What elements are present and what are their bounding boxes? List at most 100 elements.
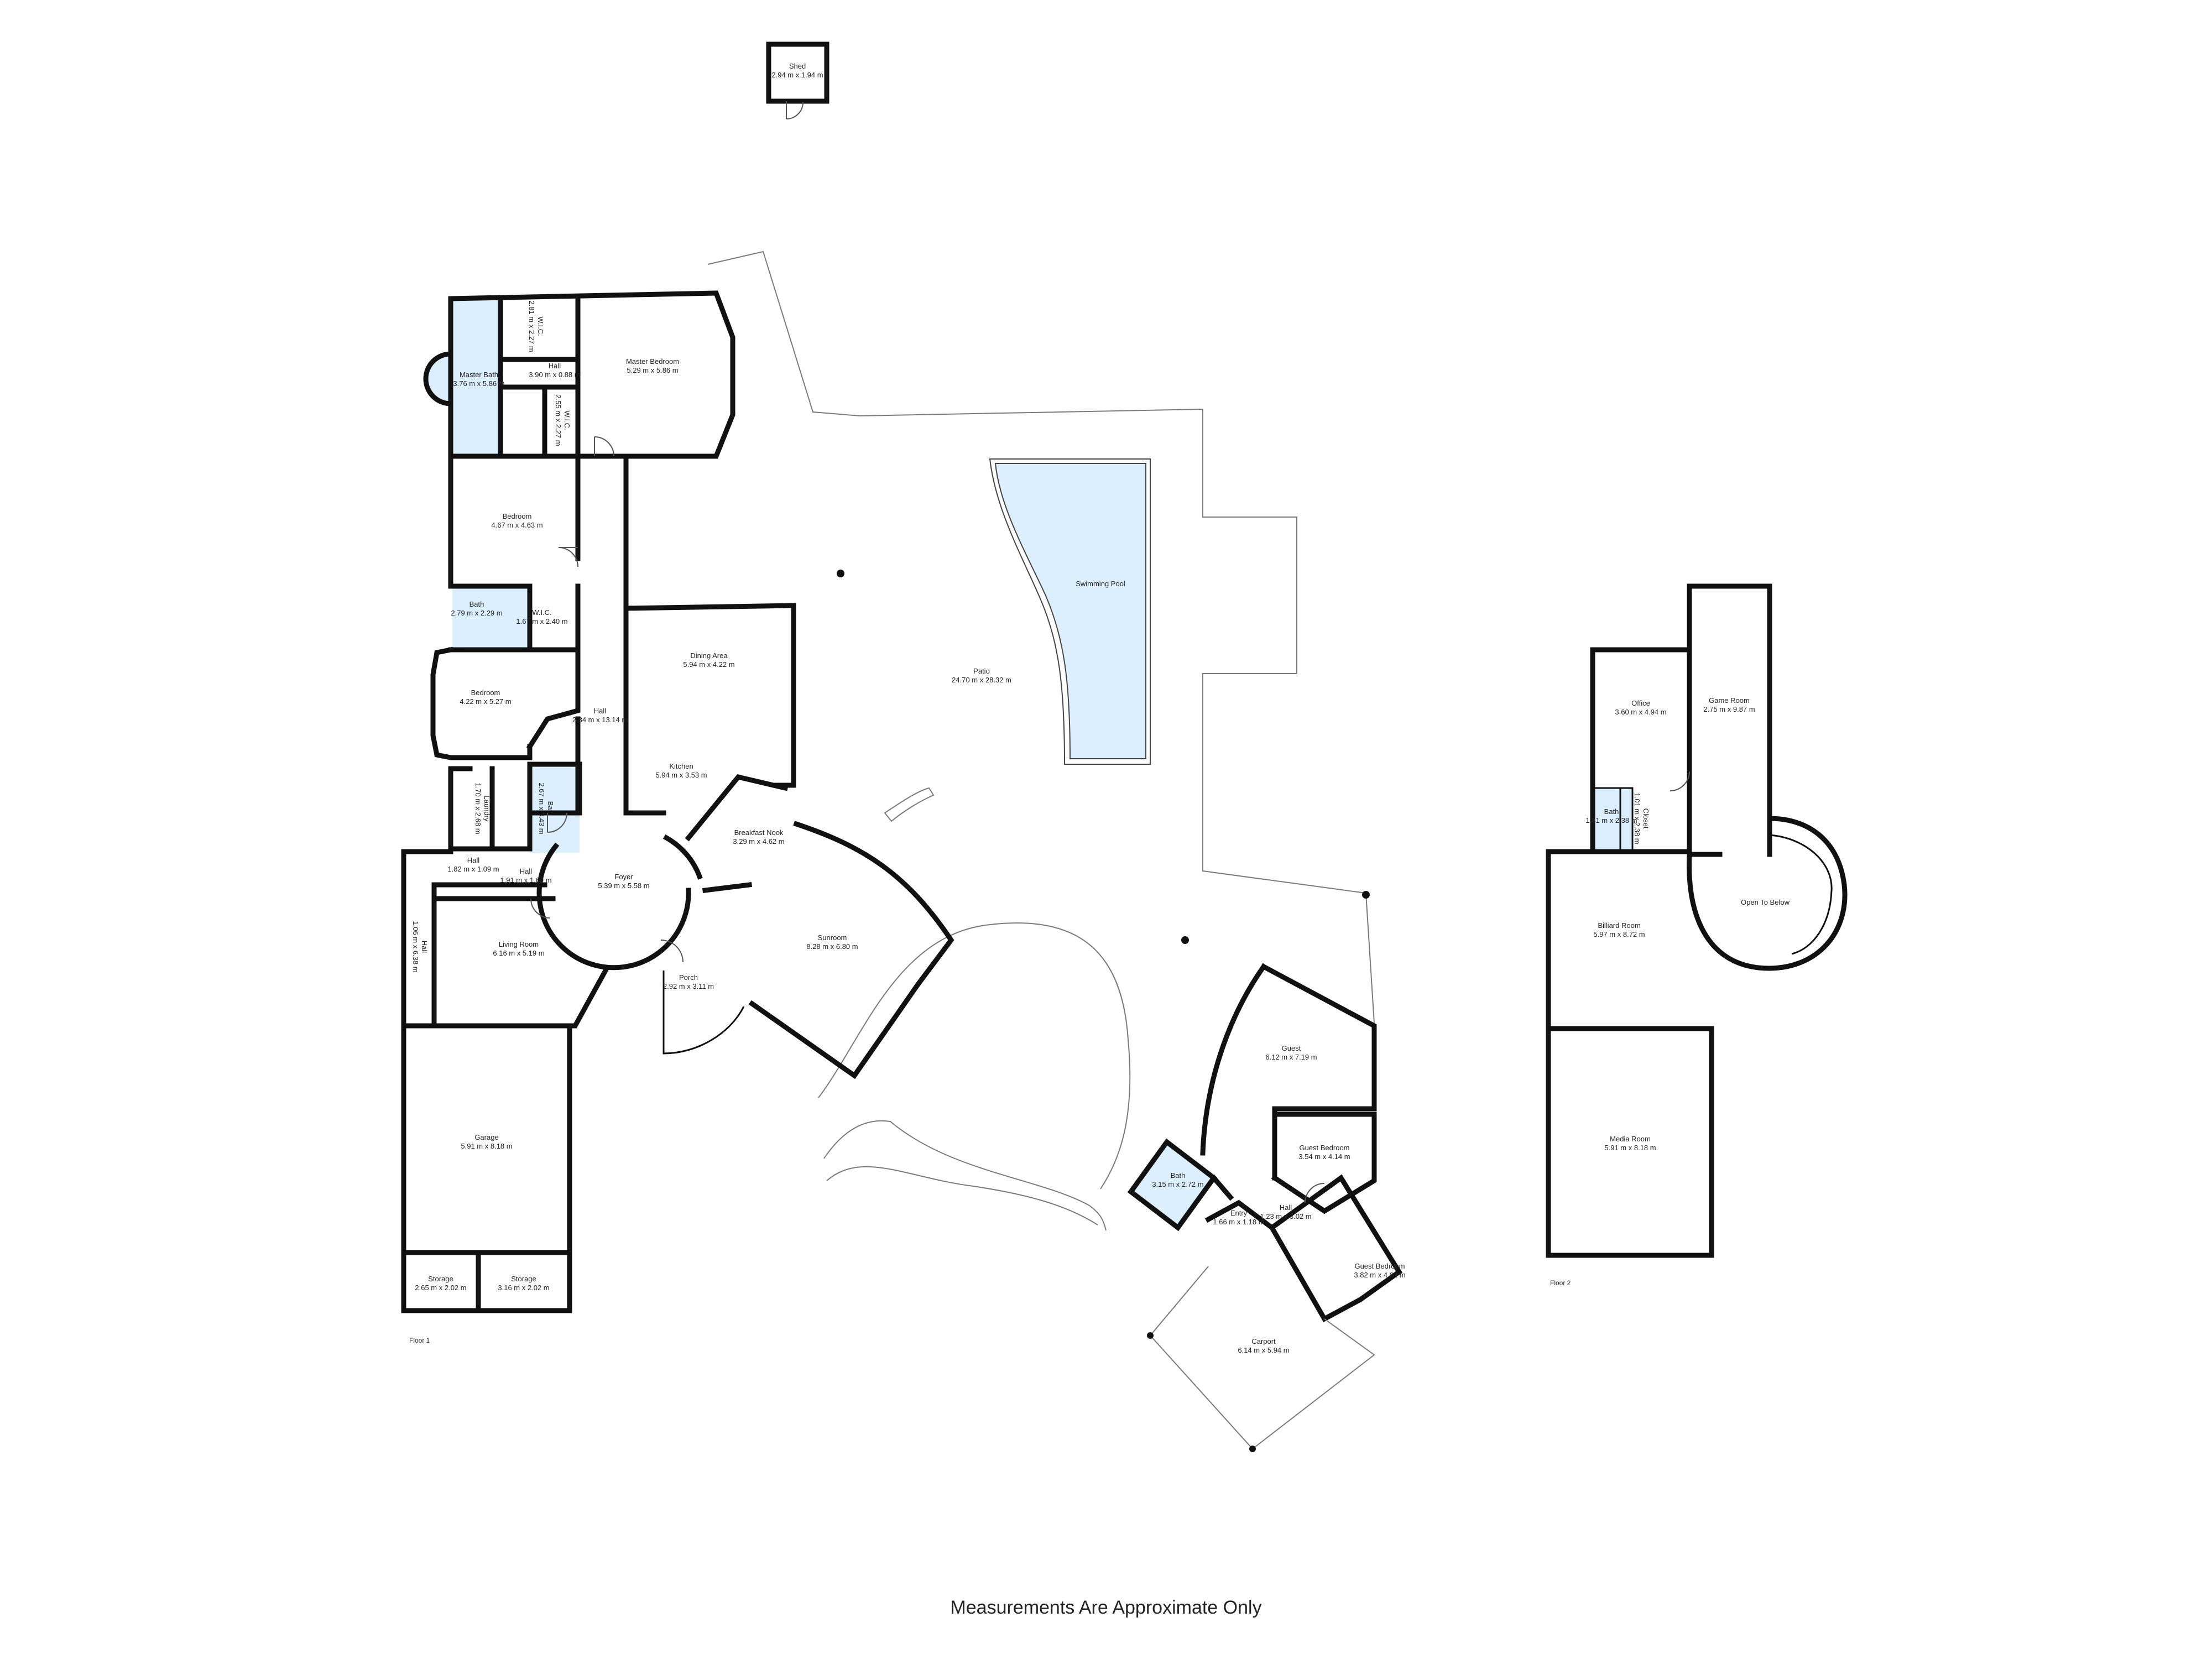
room-labels: Shed 2.94 m x 1.94 m W.I.C. 2.81 m x 2.2… (411, 62, 1790, 1354)
room-name-pool: Swimming Pool (1076, 580, 1125, 588)
living-room-walls (431, 896, 609, 1029)
bath-f2-fill (1591, 788, 1632, 849)
room-dims-storage-2: 3.16 m x 2.02 m (498, 1284, 549, 1292)
guest-house-walls (1127, 963, 1403, 1323)
room-dims-entry: 1.66 m x 1.18 m (1213, 1218, 1264, 1226)
room-dims-wic-top: 2.81 m x 2.27 m (528, 300, 536, 352)
patio-post-3 (1362, 891, 1370, 899)
bath-2-fill (530, 764, 580, 853)
room-name-garage: Garage (474, 1133, 498, 1141)
carport-post-1 (1147, 1332, 1154, 1339)
planter-curve (884, 787, 935, 822)
room-name-hall-guest: Hall (1280, 1203, 1292, 1212)
master-bath-bay (423, 351, 453, 406)
room-dims-hall-master: 3.90 m x 0.88 m (529, 371, 580, 379)
garden-path-inner (826, 1166, 1098, 1225)
room-name-breakfast: Breakfast Nook (734, 828, 784, 837)
room-dims-porch: 2.92 m x 3.11 m (663, 982, 714, 990)
room-name-bath-1: Bath (469, 600, 484, 608)
room-name-hall-small-2: Hall (520, 867, 533, 875)
room-name-dining: Dining Area (690, 651, 728, 660)
dining-kitchen-walls (623, 603, 796, 816)
room-dims-hall-vertical: 1.06 m x 6.38 m (411, 921, 420, 972)
hall-west-walls (401, 849, 547, 1029)
room-dims-media: 5.91 m x 8.18 m (1604, 1144, 1656, 1152)
room-dims-office: 3.60 m x 4.94 m (1615, 708, 1666, 716)
room-name-master-bedroom: Master Bedroom (626, 357, 679, 366)
carport-post-2 (1249, 1446, 1256, 1452)
floor2-bath-walls (1593, 787, 1634, 852)
room-name-wic-mid: W.I.C. (563, 410, 571, 430)
room-name-game-room: Game Room (1709, 696, 1750, 705)
room-dims-guest-bedroom-2: 3.82 m x 4.02 m (1354, 1271, 1405, 1279)
room-dims-foyer: 5.39 m x 5.58 m (598, 881, 649, 890)
room-name-bath-2: Bath (546, 801, 555, 816)
room-dims-billiard: 5.97 m x 8.72 m (1593, 930, 1645, 938)
room-name-bedroom-2: Bedroom (471, 688, 500, 697)
master-bath-fill (451, 299, 500, 456)
door-master-bedroom (594, 436, 614, 457)
room-name-wic-top: W.I.C. (536, 316, 545, 336)
guest-entry-walls (1204, 1174, 1276, 1232)
room-name-guest-bedroom-1: Guest Bedroom (1299, 1144, 1349, 1152)
master-bath-bay-fill (426, 354, 451, 404)
floor-1-label: Floor 1 (409, 1337, 430, 1344)
label-hall-vertical: Hall 1.06 m x 6.38 m (411, 921, 429, 972)
room-name-bedroom-1: Bedroom (503, 512, 532, 520)
porch-outline (662, 971, 745, 1055)
room-name-carport: Carport (1251, 1337, 1276, 1345)
room-dims-shed: 2.94 m x 1.94 m (771, 71, 823, 79)
room-name-shed: Shed (789, 62, 806, 70)
pool-rim (989, 458, 1151, 765)
room-dims-bath-2: 2.67 m x 3.43 m (538, 782, 546, 834)
patio-post-1 (837, 570, 844, 577)
room-name-storage-2: Storage (511, 1275, 536, 1283)
room-dims-sunroom: 8.28 m x 6.80 m (806, 942, 858, 951)
room-dims-hall-small-2: 1.91 m x 1.69 m (500, 876, 551, 884)
open-below-stair (1769, 834, 1833, 955)
door-game-room (1670, 771, 1690, 791)
room-name-patio: Patio (973, 667, 990, 675)
room-name-open-below: Open To Below (1741, 898, 1790, 906)
master-inner-walls (498, 296, 581, 459)
patio-outline (707, 251, 1375, 1024)
guest-bedroom-1-walls (1271, 1112, 1377, 1214)
carport (1147, 1266, 1375, 1452)
room-name-sunroom: Sunroom (818, 933, 847, 942)
room-name-hall-small-1: Hall (467, 856, 480, 864)
wet-room-fills (426, 299, 1632, 1228)
room-dims-storage-1: 2.65 m x 2.02 m (415, 1284, 466, 1292)
room-dims-bath-guest: 3.15 m x 2.72 m (1152, 1180, 1203, 1188)
room-name-guest: Guest (1282, 1044, 1301, 1052)
room-name-entry: Entry (1230, 1209, 1248, 1217)
garden-outline (818, 922, 1131, 1190)
room-name-media: Media Room (1610, 1135, 1651, 1143)
door-guest-bed-1 (1305, 1183, 1325, 1203)
shed-walls (766, 41, 830, 104)
door-living (530, 898, 551, 919)
shed (766, 41, 830, 119)
bath-1-fill (452, 586, 530, 650)
door-bedroom-1 (558, 547, 578, 567)
room-name-foyer: Foyer (614, 873, 633, 881)
room-dims-dining: 5.94 m x 4.22 m (683, 660, 734, 669)
foyer-walls (536, 834, 703, 971)
room-dims-bedroom-2: 4.22 m x 5.27 m (460, 697, 511, 706)
room-name-guest-bedroom-2: Guest Bedroom (1354, 1262, 1405, 1270)
room-name-bath-guest: Bath (1171, 1171, 1186, 1180)
room-dims-living: 6.16 m x 5.19 m (493, 949, 544, 957)
room-name-kitchen: Kitchen (669, 762, 693, 770)
door-porch (660, 940, 684, 963)
open-below-walls (1687, 816, 1848, 971)
room-dims-guest-bedroom-1: 3.54 m x 4.14 m (1298, 1152, 1350, 1161)
room-name-bath-f2: Bath (1604, 807, 1619, 816)
label-wic-top: W.I.C. 2.81 m x 2.27 m (528, 300, 545, 352)
doors (530, 436, 1690, 1203)
room-dims-hall-guest: 1.23 m x 3.02 m (1260, 1212, 1311, 1220)
room-name-living: Living Room (499, 940, 539, 948)
label-laundry: Laundry 1.70 m x 2.68 m (474, 782, 491, 834)
garden-path (823, 1120, 1107, 1231)
room-dims-breakfast: 3.29 m x 4.62 m (733, 837, 784, 846)
label-closet-f2: Closet 1.01 m x 2.38 m (1633, 792, 1650, 844)
